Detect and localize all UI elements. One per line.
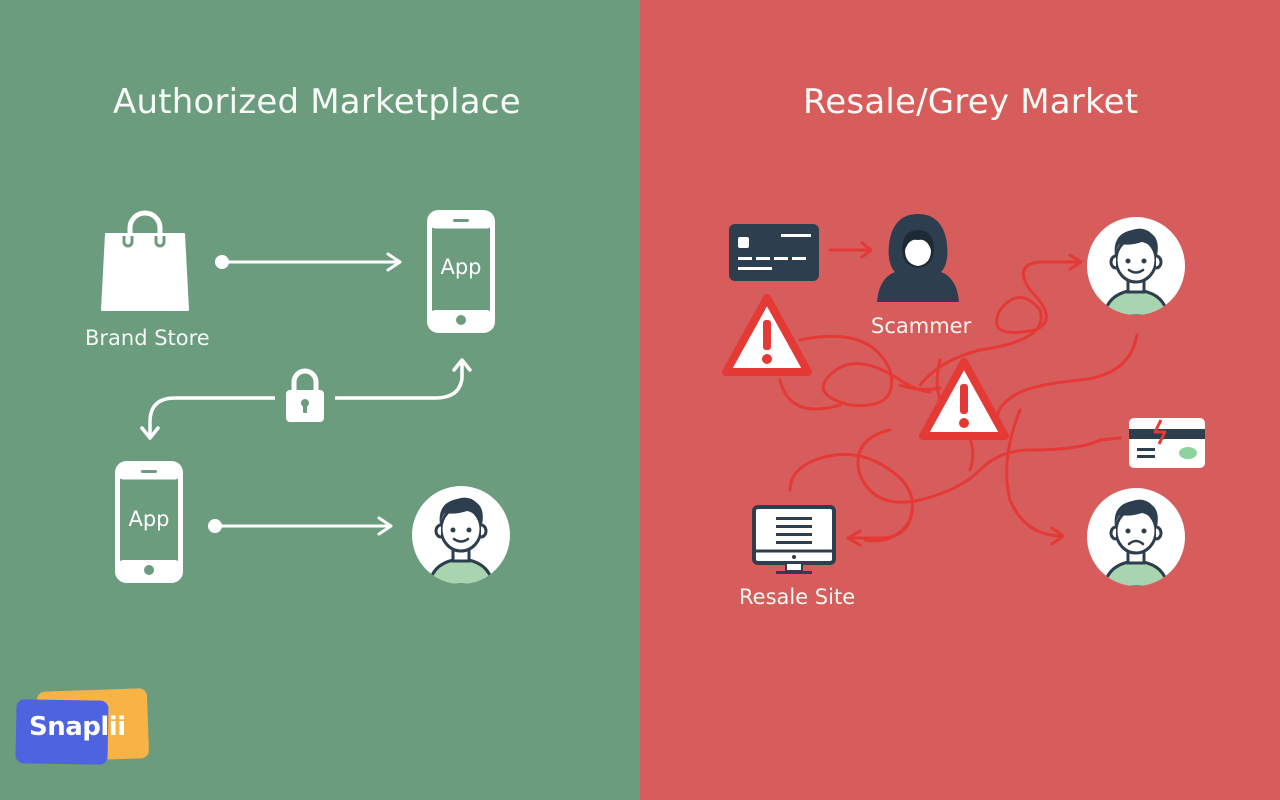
credit-card-icon: [729, 224, 819, 281]
happy-user-icon: [1087, 217, 1185, 315]
warning-icon: [722, 294, 812, 376]
shopping-bag-icon: [101, 210, 189, 311]
arrow-store-to-app: [215, 252, 402, 272]
right-panel-title: Resale/Grey Market: [803, 82, 1139, 122]
logo-text: Snaplii: [29, 712, 126, 742]
app-bottom-label: App: [128, 507, 170, 531]
app-top-label: App: [440, 255, 482, 279]
sad-user-icon: [1087, 488, 1185, 586]
brand-store-label: Brand Store: [85, 326, 210, 350]
app-phone-top: App: [427, 210, 495, 333]
arrow-app-to-user: [208, 516, 393, 536]
left-panel-title: Authorized Marketplace: [113, 82, 521, 122]
phone-icon: [115, 461, 183, 583]
scammer-label: Scammer: [871, 314, 972, 338]
secure-connection-path: [140, 358, 472, 440]
lock-icon: [286, 368, 324, 422]
warning-icon: [919, 358, 1009, 440]
happy-user-icon: [412, 486, 510, 584]
resale-grey-market-panel: Resale/Grey Market: [640, 0, 1280, 800]
tangled-scam-paths: [778, 241, 1139, 547]
monitor-icon: [752, 505, 836, 574]
app-phone-bottom: App: [115, 461, 183, 583]
hooded-scammer-icon: [877, 214, 959, 302]
resale-site-label: Resale Site: [739, 585, 856, 609]
broken-card-icon: [1129, 418, 1205, 468]
phone-icon: [427, 210, 495, 333]
snaplii-logo: Snaplii: [15, 688, 152, 768]
authorized-marketplace-panel: Authorized Marketplace Brand Store App: [0, 0, 640, 800]
